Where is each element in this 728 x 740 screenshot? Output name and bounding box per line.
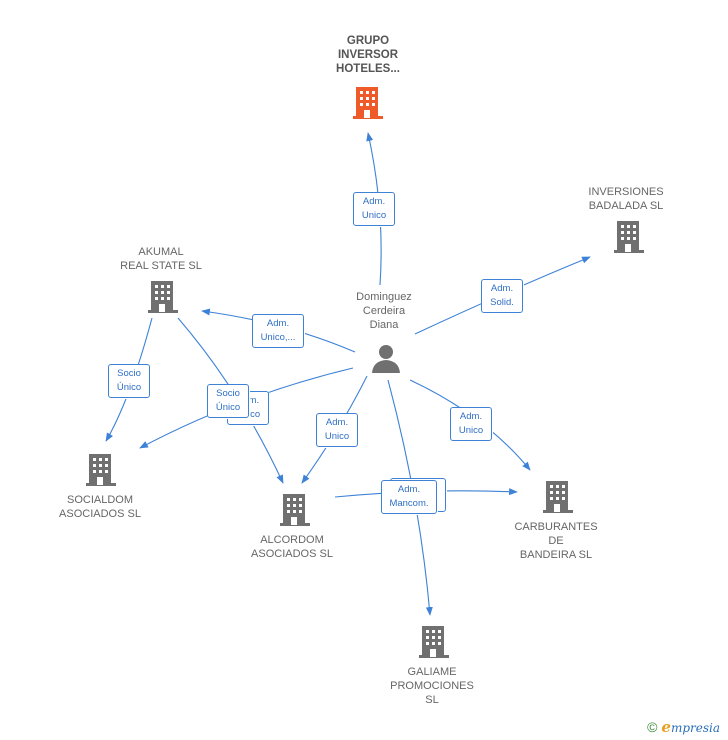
edge-label-adm-mancom: Adm. Mancom. xyxy=(381,480,437,514)
copyright-icon: © xyxy=(647,719,658,735)
building-icon-galiame[interactable] xyxy=(417,623,453,659)
edge-label-adm-unico-alcordom: Adm. Unico xyxy=(316,413,358,447)
building-icon-socialdom[interactable] xyxy=(84,451,120,487)
node-label-inversiones[interactable]: INVERSIONES BADALADA SL xyxy=(588,186,664,212)
building-icon-alcordom[interactable] xyxy=(278,491,314,527)
node-label-carburantes[interactable]: CARBURANTES DE BANDEIRA SL xyxy=(514,521,598,561)
node-label-grupo[interactable]: GRUPO INVERSOR HOTELES... xyxy=(336,35,400,75)
node-label-akumal[interactable]: AKUMAL REAL STATE SL xyxy=(120,246,202,272)
edge-label-socio-unico-socialdom: Socio Único xyxy=(108,364,150,398)
node-label-alcordom[interactable]: ALCORDOM ASOCIADOS SL xyxy=(251,534,333,560)
edge-label-adm-solid-inversiones: Adm. Solid. xyxy=(481,279,523,313)
node-label-person[interactable]: Dominguez Cerdeira Diana xyxy=(356,291,412,331)
building-icon-akumal[interactable] xyxy=(146,278,182,314)
edge-label-socio-unico-alcordom: Socio Único xyxy=(207,384,249,418)
building-icon-inversiones[interactable] xyxy=(612,218,648,254)
building-icon-carburantes[interactable] xyxy=(541,478,577,514)
node-label-socialdom[interactable]: SOCIALDOM ASOCIADOS SL xyxy=(59,494,141,520)
node-label-galiame[interactable]: GALIAME PROMOCIONES SL xyxy=(390,666,474,706)
edge-label-adm-unico-carburantes: Adm. Unico xyxy=(450,407,492,441)
brand-logo: ©empresia xyxy=(647,718,720,736)
edge-label-adm-unico-grupo: Adm. Unico xyxy=(353,192,395,226)
edge-label-adm-unico-akumal: Adm. Unico,... xyxy=(252,314,304,348)
person-icon[interactable] xyxy=(370,342,402,374)
building-icon-grupo[interactable] xyxy=(351,84,387,120)
